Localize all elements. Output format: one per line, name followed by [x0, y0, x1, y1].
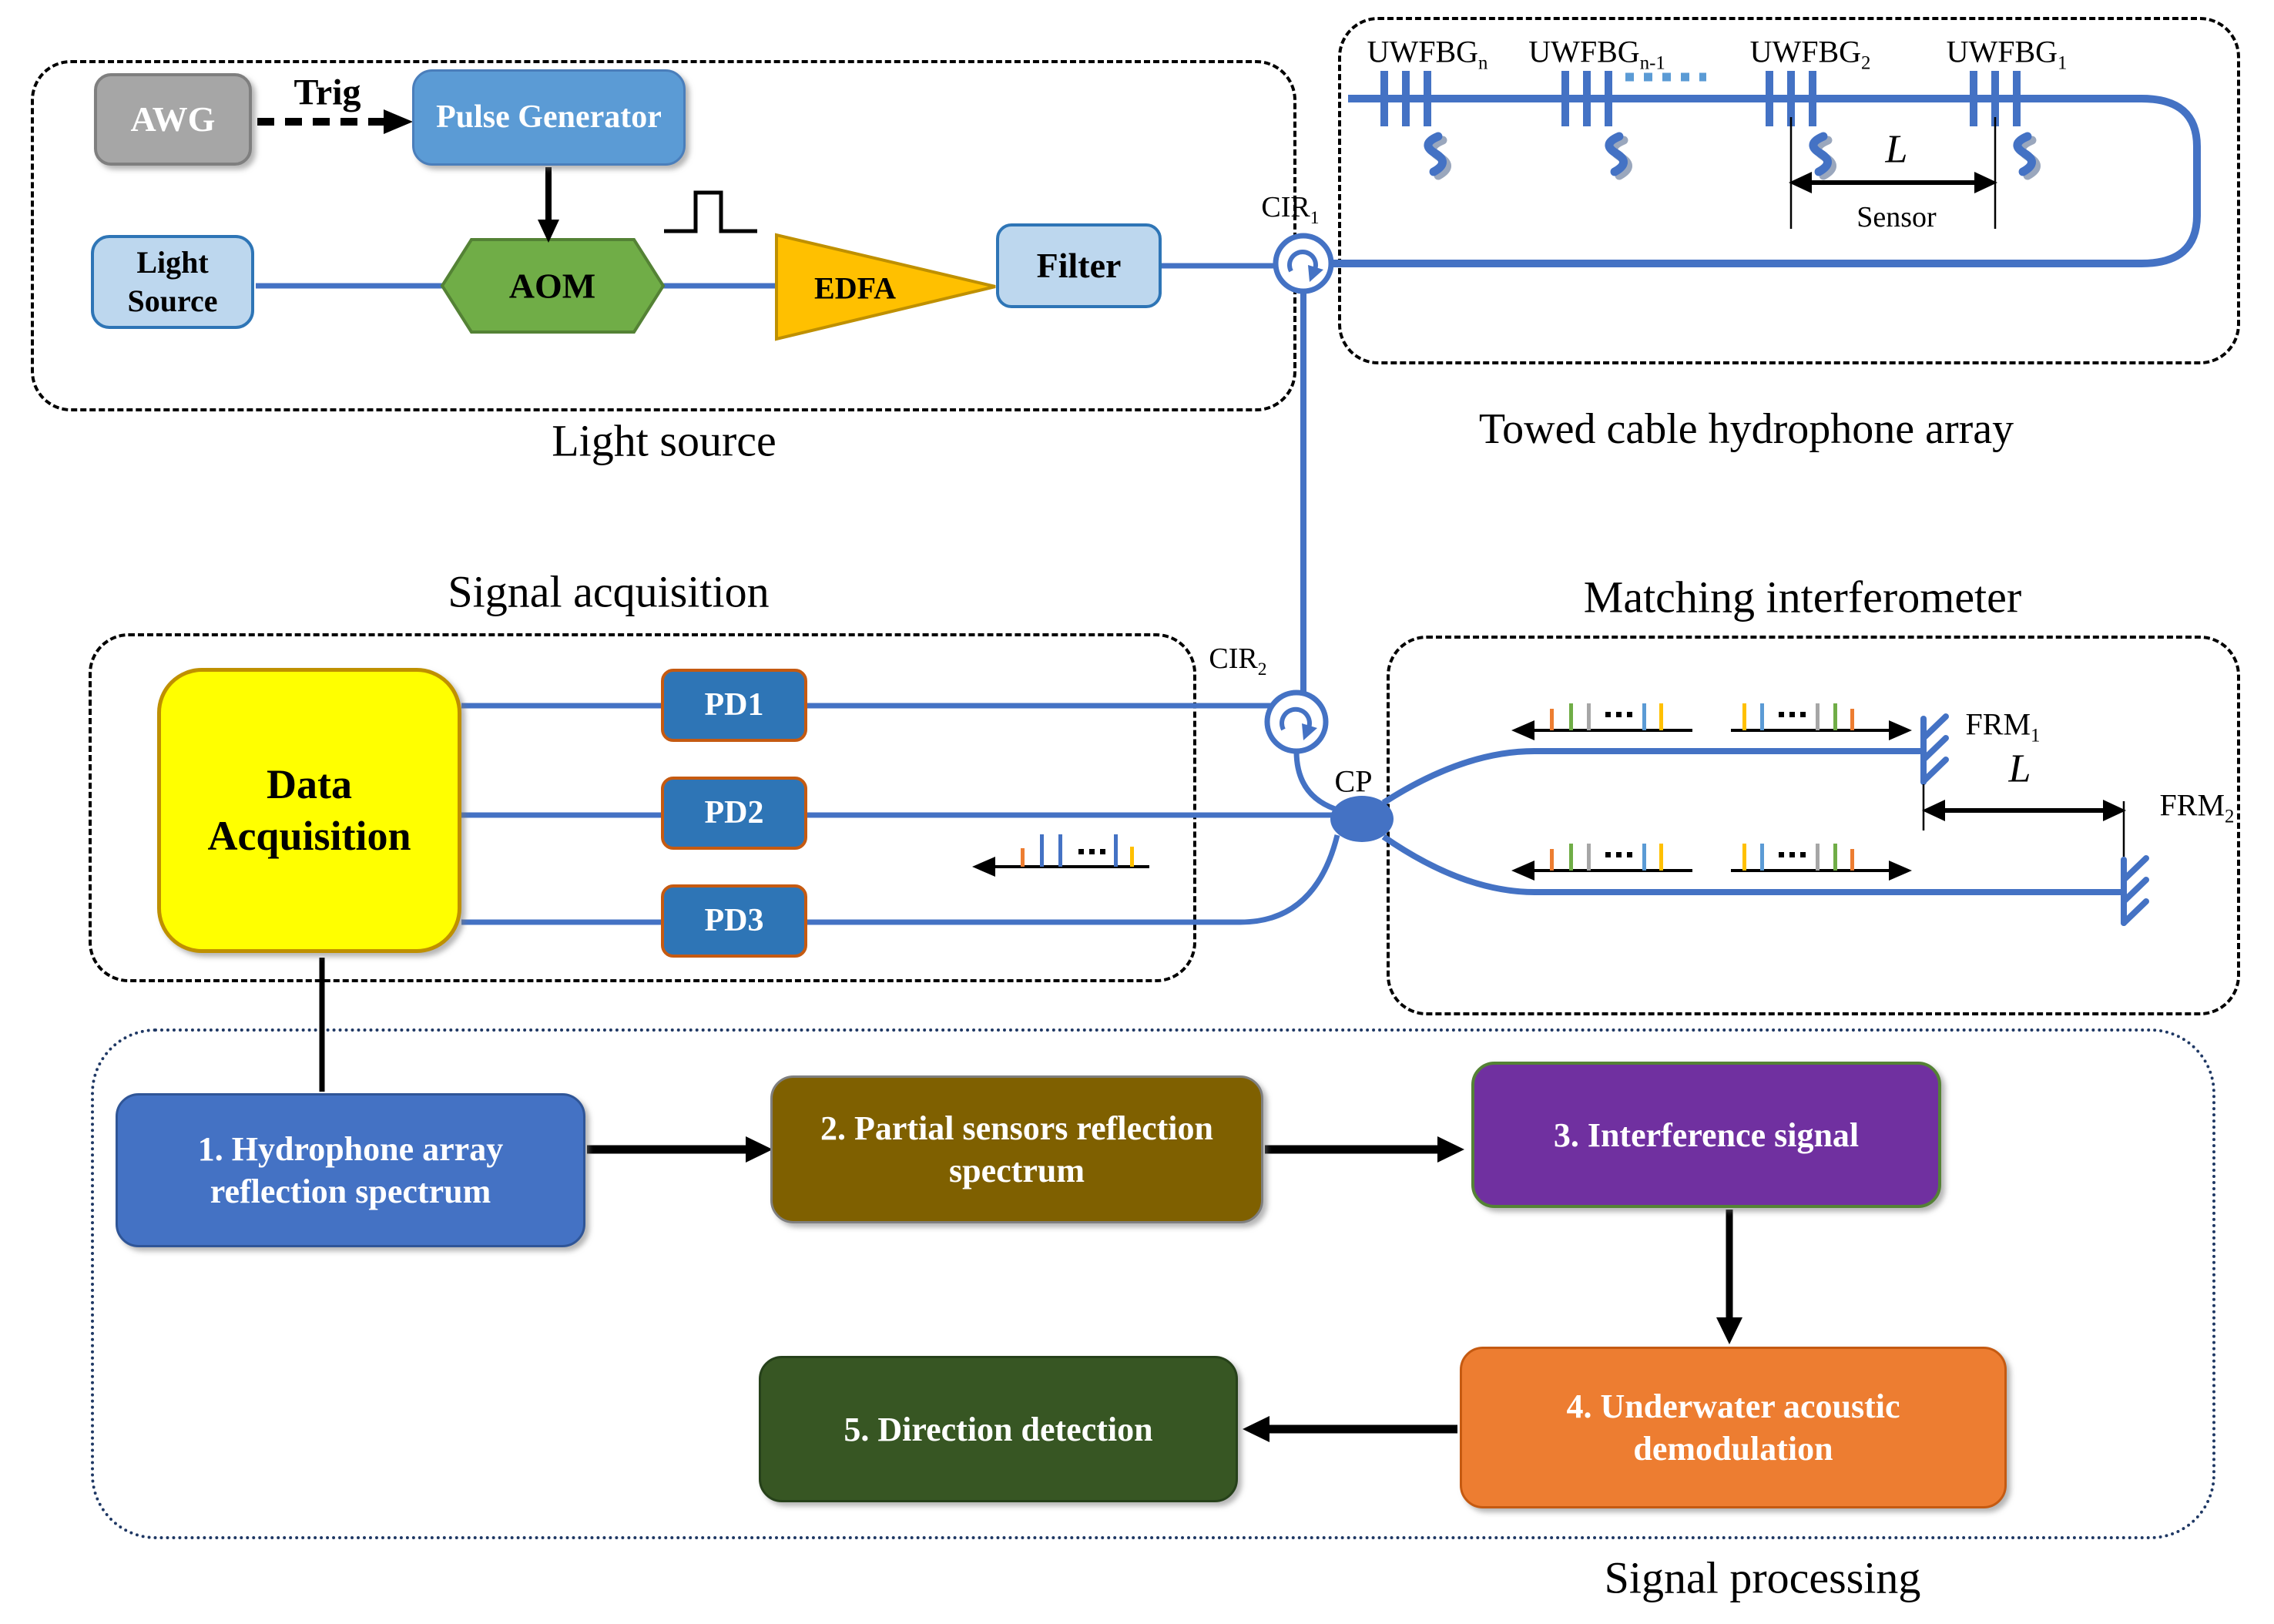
step5-box: 5. Direction detection — [759, 1356, 1238, 1502]
faraday-mirror1-icon — [1920, 713, 1949, 785]
uwfbg-2-label: UWFBG2 — [1749, 34, 1871, 74]
interferometer-length-label: L — [2008, 747, 2031, 791]
coil-icon — [1809, 132, 1832, 176]
edfa-triangle — [775, 233, 996, 341]
step2-label: 2. Partial sensors reflection spectrum — [820, 1109, 1213, 1189]
interferometer-length-arrowhead-right — [2103, 800, 2126, 821]
circulator1-arrowhead — [1308, 265, 1323, 282]
array-length-label: L — [1885, 127, 1908, 172]
spectrum-icon-acquisition — [972, 834, 1149, 877]
acquisition-title: Signal acquisition — [448, 566, 770, 617]
fbg-grating-icon-1 — [1380, 71, 1451, 180]
circulator1-icon — [1273, 233, 1334, 294]
pd1-box: PD1 — [661, 669, 807, 742]
cir2-label: CIR2 — [1209, 643, 1267, 679]
pd3-box: PD3 — [661, 884, 807, 958]
processing-title: Signal processing — [1604, 1552, 1921, 1603]
awg-box: AWG — [94, 73, 252, 166]
faraday-mirror2-icon — [2121, 855, 2149, 926]
signal-acquisition-region — [89, 633, 1196, 982]
aom-hexagon — [440, 238, 666, 334]
light-source-box: Light Source — [91, 235, 254, 329]
step5-label: 5. Direction detection — [844, 1410, 1153, 1448]
data-acquisition-label: Data Acquisition — [207, 760, 411, 860]
arrow-step1-step2-head — [746, 1136, 773, 1163]
frm1-label: FRM1 — [1965, 706, 2041, 747]
step3-label: 3. Interference signal — [1553, 1116, 1860, 1154]
data-acquisition-box: Data Acquisition — [157, 668, 461, 953]
arrow-step2-step3-head — [1437, 1136, 1464, 1163]
step3-box: 3. Interference signal — [1471, 1062, 1941, 1208]
step4-box: 4. Underwater acoustic demodulation — [1460, 1347, 2007, 1508]
fiber-daq-pds — [461, 703, 661, 925]
pulse-generator-label: Pulse Generator — [436, 99, 662, 136]
fiber-pd3-cp — [807, 834, 1340, 925]
spectrum-icon-lower-right — [1731, 844, 1912, 881]
arrow-step3-step4-head — [1716, 1317, 1742, 1344]
awg-label: AWG — [130, 99, 216, 139]
edfa-label: EDFA — [814, 270, 896, 306]
pulsegen-aom-arrowhead-icon — [538, 220, 559, 243]
fiber-cir2-cp — [1293, 750, 1337, 812]
frm-guide-lines — [1922, 784, 2125, 857]
spectrum-icon-upper-left — [1511, 703, 1692, 740]
circulator2-arrow — [1280, 706, 1312, 731]
light-source-label: Light Source — [127, 245, 218, 318]
pulse-icon — [664, 190, 757, 233]
coil-icon — [1605, 132, 1628, 176]
trig-arrowhead-icon — [384, 109, 413, 134]
coil-icon — [1424, 132, 1447, 176]
array-fiber — [1331, 95, 2201, 267]
fbg-grating-icon-2 — [1561, 71, 1632, 180]
circulator2-icon — [1264, 690, 1329, 754]
circulator2-arrowhead — [1302, 723, 1317, 740]
spectrum-icon-lower-left — [1511, 844, 1692, 881]
spectrum-icon-upper-right — [1731, 703, 1912, 740]
filter-label: Filter — [1036, 246, 1122, 286]
fbg-grating-icon-4 — [1970, 71, 2041, 180]
interferometer-title: Matching interferometer — [1583, 572, 2022, 622]
interferometer-length-arrowhead-left — [1922, 800, 1945, 821]
step2-box: 2. Partial sensors reflection spectrum — [770, 1075, 1263, 1223]
uwfbg-n-label: UWFBGn — [1367, 34, 1488, 74]
uwfbg-n1-label: UWFBGn-1 — [1528, 34, 1665, 74]
pd3-label: PD3 — [704, 903, 764, 939]
array-length-arrowhead-right — [1974, 172, 1997, 193]
filter-box: Filter — [996, 223, 1162, 308]
sensor-guide-lines — [1789, 117, 1997, 229]
coupler-icon — [1330, 796, 1394, 842]
arrow-step4-step5-head — [1243, 1416, 1269, 1442]
coil-icon — [2013, 132, 2036, 176]
trig-label: Trig — [293, 72, 361, 113]
array-title: Towed cable hydrophone array — [1478, 405, 2014, 453]
interferometer-upper-arm — [1381, 748, 1924, 806]
signal-processing-region — [91, 1028, 2215, 1539]
pd2-box: PD2 — [661, 777, 807, 850]
frm2-label: FRM2 — [2159, 787, 2235, 827]
step4-label: 4. Underwater acoustic demodulation — [1566, 1387, 1900, 1468]
array-length-arrowhead-left — [1789, 172, 1812, 193]
cp-label: CP — [1334, 763, 1373, 799]
interferometer-lower-arm — [1381, 834, 2124, 895]
hydrophone-array-region — [1338, 17, 2240, 364]
aom-label: AOM — [508, 266, 596, 306]
pd2-label: PD2 — [704, 795, 764, 831]
pd1-label: PD1 — [704, 687, 764, 723]
step1-label: 1. Hydrophone array reflection spectrum — [197, 1130, 504, 1210]
uwfbg-1-label: UWFBG1 — [1946, 34, 2068, 74]
step1-box: 1. Hydrophone array reflection spectrum — [116, 1093, 585, 1247]
circulator1-arrow — [1287, 250, 1318, 273]
cir1-label: CIR1 — [1261, 191, 1320, 228]
pulse-generator-box: Pulse Generator — [412, 69, 686, 166]
sensor-label: Sensor — [1856, 201, 1937, 233]
light-source-title: Light source — [552, 415, 776, 466]
fbg-grating-icon-3 — [1766, 71, 1836, 180]
